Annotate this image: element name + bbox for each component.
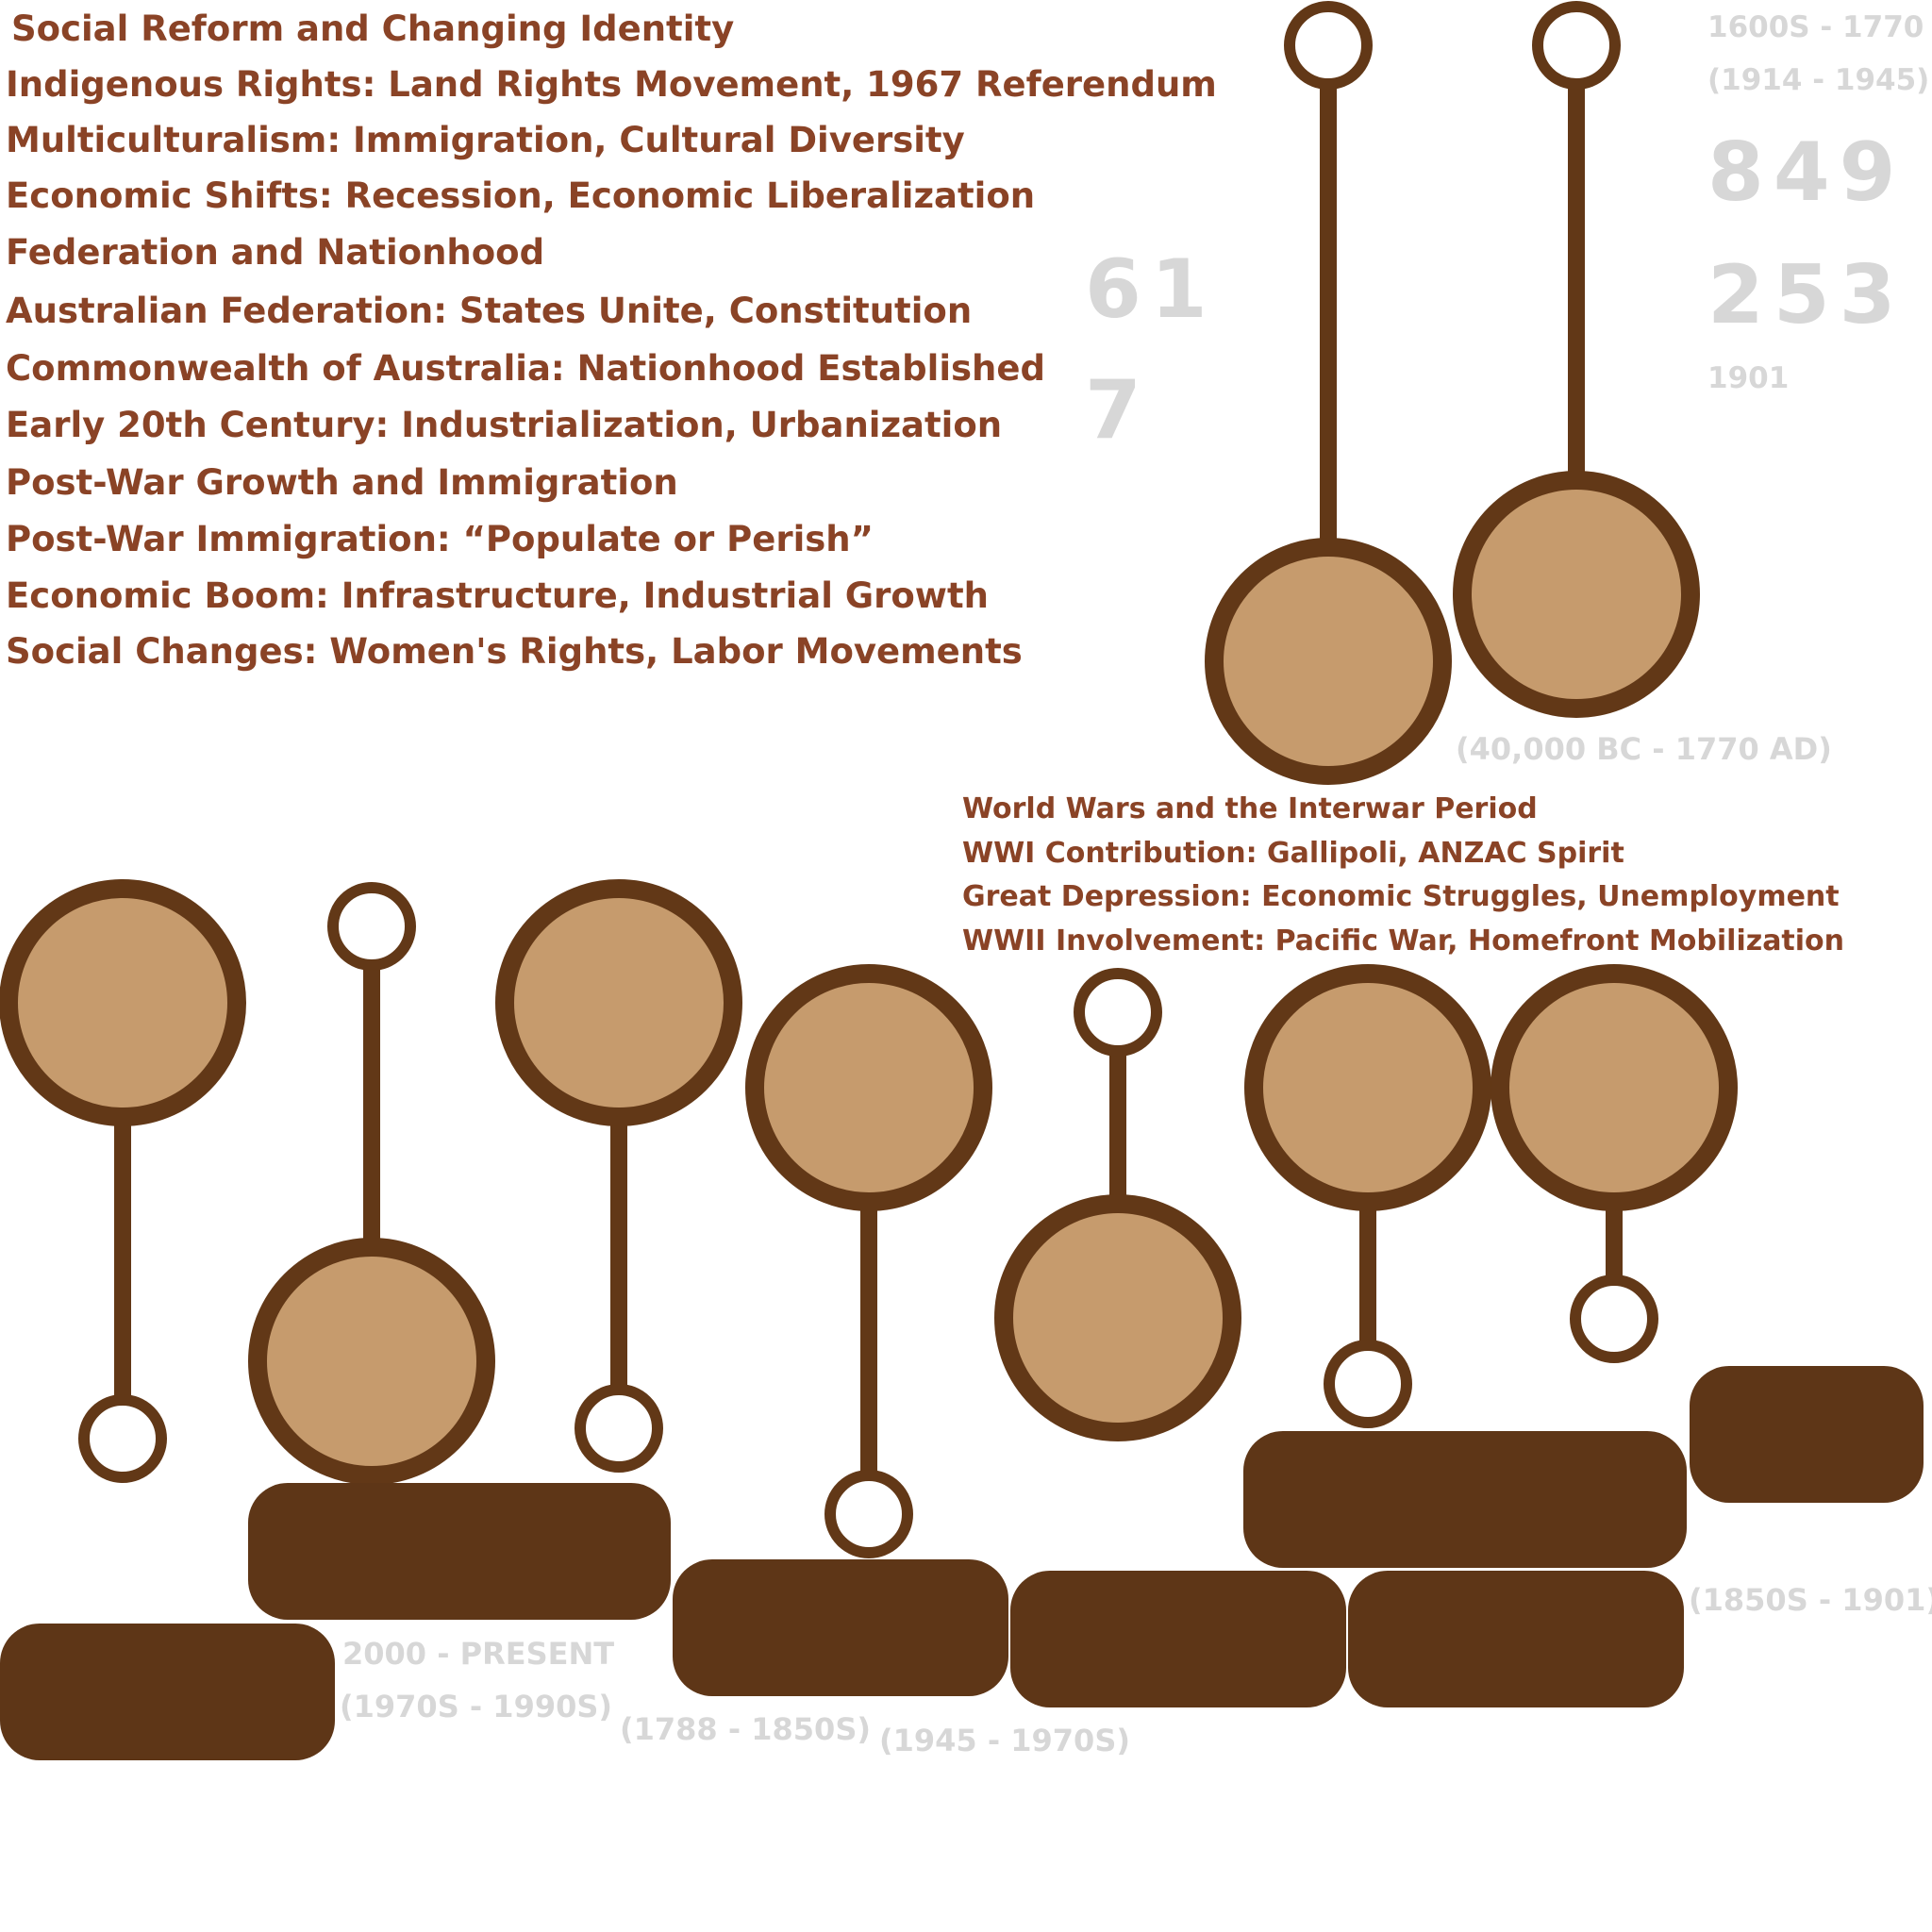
pin-6 xyxy=(1244,964,1491,1428)
list-item: Social Changes: Women's Rights, Labor Mo… xyxy=(6,631,1023,672)
period-label: (1788 - 1850S) xyxy=(620,1711,871,1747)
list-item: Economic Boom: Infrastructure, Industria… xyxy=(6,575,990,616)
pin-5 xyxy=(994,968,1241,1441)
list-item: Commonwealth of Australia: Nationhood Es… xyxy=(6,348,1045,389)
step-block-2 xyxy=(248,1483,671,1620)
period-label: (1914 - 1945) xyxy=(1707,63,1930,97)
period-label: (40,000 BC - 1770 AD) xyxy=(1456,731,1832,767)
list-item: Early 20th Century: Industrialization, U… xyxy=(6,405,1003,445)
pin-7-large-circle xyxy=(1491,964,1738,1211)
pin-8-large-circle xyxy=(1205,538,1452,785)
pin-9-large-circle xyxy=(1453,471,1700,718)
list-item: WWI Contribution: Gallipoli, ANZAC Spiri… xyxy=(962,837,1624,870)
number-label: 7 xyxy=(1085,363,1151,458)
step-block-3 xyxy=(673,1559,1008,1696)
period-label: (1945 - 1970S) xyxy=(879,1723,1130,1758)
pin-2 xyxy=(248,882,495,1485)
pin-9-small-circle xyxy=(1532,1,1621,90)
list-item: Post-War Immigration: “Populate or Peris… xyxy=(6,519,874,559)
step-block-6 xyxy=(1243,1431,1687,1568)
pin-8-small-circle xyxy=(1284,1,1373,90)
pin-4-large-circle xyxy=(745,964,992,1211)
number-label: 849 xyxy=(1707,125,1906,220)
pin-2-large-circle xyxy=(248,1238,495,1485)
number-label: 61 xyxy=(1085,242,1217,337)
step-block-5 xyxy=(1348,1571,1684,1707)
pin-8 xyxy=(1205,1,1452,785)
pin-9 xyxy=(1453,1,1700,718)
list-item: Indigenous Rights: Land Rights Movement,… xyxy=(6,64,1217,105)
number-label: 253 xyxy=(1707,248,1906,342)
step-block-1 xyxy=(0,1624,335,1760)
pin-6-small-circle xyxy=(1324,1340,1412,1428)
list-item: Federation and Nationhood xyxy=(6,232,545,273)
list-item: WWII Involvement: Pacific War, Homefront… xyxy=(962,924,1845,958)
pin-6-large-circle xyxy=(1244,964,1491,1211)
list-item: Multiculturalism: Immigration, Cultural … xyxy=(6,120,965,160)
pin-5-small-circle xyxy=(1074,968,1162,1057)
period-label: (1970S - 1990S) xyxy=(340,1689,613,1724)
pin-1-small-circle xyxy=(78,1394,167,1483)
year-label: 1901 xyxy=(1707,361,1790,395)
pin-3-large-circle xyxy=(495,879,742,1126)
list-item: Economic Shifts: Recession, Economic Lib… xyxy=(6,175,1036,216)
pin-3-small-circle xyxy=(575,1384,663,1473)
list-heading: Social Reform and Changing Identity xyxy=(11,8,735,49)
pin-1 xyxy=(0,879,246,1483)
period-label: 2000 - PRESENT xyxy=(342,1636,615,1672)
list-heading: World Wars and the Interwar Period xyxy=(962,792,1538,825)
list-item: Post-War Growth and Immigration xyxy=(6,462,678,503)
pin-4 xyxy=(745,964,992,1558)
list-item: Australian Federation: States Unite, Con… xyxy=(6,291,973,331)
step-block-7 xyxy=(1690,1366,1924,1503)
period-label: (1850S - 1901) xyxy=(1689,1582,1932,1618)
pin-2-small-circle xyxy=(327,882,416,971)
period-label: 1600S - 1770 xyxy=(1707,10,1924,44)
step-block-4 xyxy=(1010,1571,1346,1707)
pin-7-small-circle xyxy=(1570,1274,1658,1363)
list-item: Great Depression: Economic Struggles, Un… xyxy=(962,880,1840,913)
pin-4-small-circle xyxy=(824,1470,913,1558)
pin-3 xyxy=(495,879,742,1473)
pin-1-large-circle xyxy=(0,879,246,1126)
pin-7 xyxy=(1491,964,1738,1363)
pin-5-large-circle xyxy=(994,1194,1241,1441)
